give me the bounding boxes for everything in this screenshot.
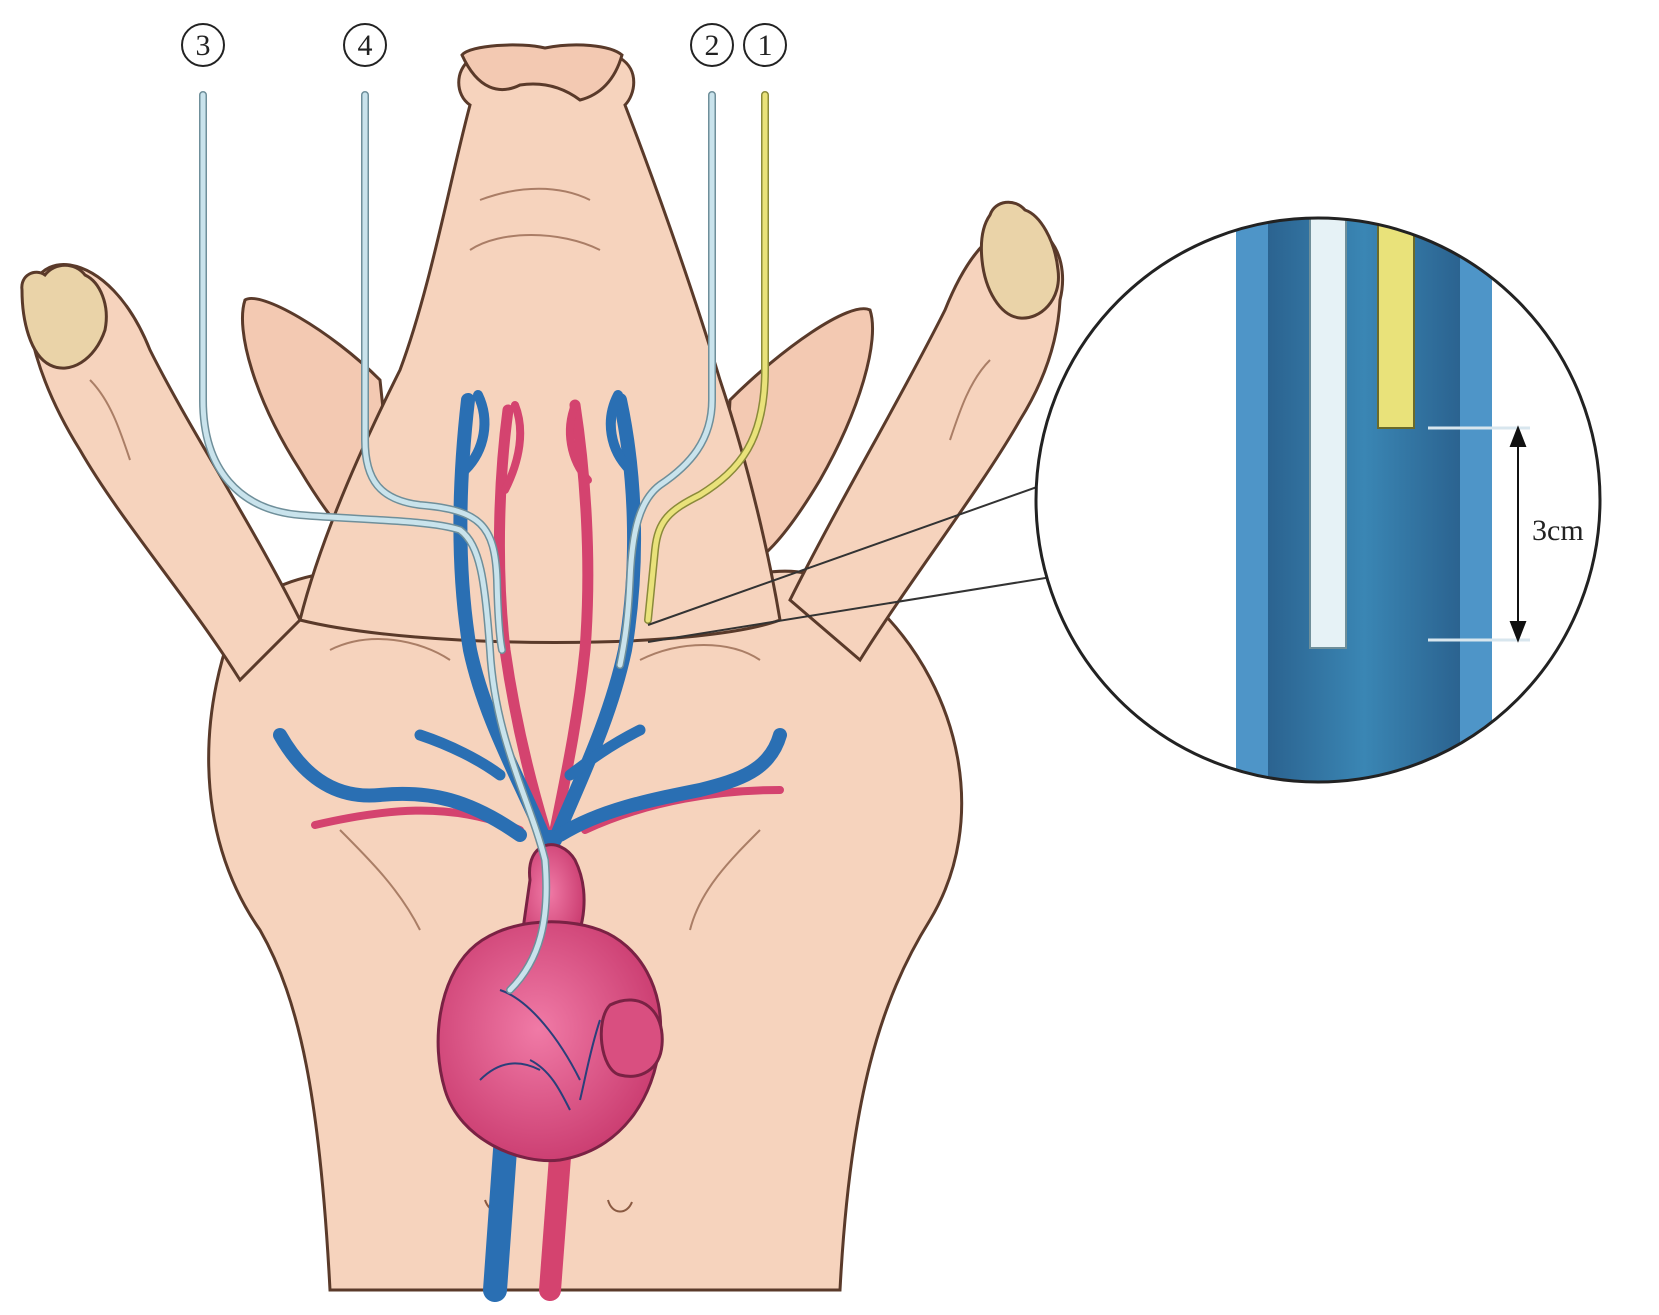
vessel-wall-left xyxy=(1236,218,1268,782)
distance-label: 3cm xyxy=(1532,514,1584,547)
zoom-inset: 3cm xyxy=(1034,216,1602,784)
zoom-circle-border xyxy=(1034,216,1602,784)
inset-catheter-yellow xyxy=(1377,218,1415,429)
right-jugular-branch xyxy=(605,390,635,475)
catheter-labels: 3 4 2 1 xyxy=(181,23,787,67)
catheter-1-core xyxy=(645,92,768,623)
label-2-text: 2 xyxy=(705,29,720,62)
left-branch-vein xyxy=(414,729,506,781)
heart-body xyxy=(436,920,663,1163)
vessel-wall-right xyxy=(1460,218,1492,782)
label-1-text: 1 xyxy=(758,29,773,62)
catheter-4-core xyxy=(362,92,505,653)
label-4-text: 4 xyxy=(358,29,373,62)
coronary-vessels xyxy=(479,989,601,1111)
head xyxy=(298,47,782,644)
catheters xyxy=(199,91,769,994)
right-carotid-branch xyxy=(565,401,592,484)
left-carotid-branch xyxy=(501,401,525,494)
right-atrium xyxy=(599,998,664,1078)
left-paw xyxy=(20,263,108,370)
label-3-text: 3 xyxy=(196,29,211,62)
vessel-lumen xyxy=(1268,218,1460,782)
catheter-3-core xyxy=(200,92,549,993)
left-jugular-branch xyxy=(460,390,490,475)
right-nipple xyxy=(607,1199,633,1213)
label-4: 4 xyxy=(343,23,387,67)
catheter-2-core xyxy=(617,92,715,668)
heart xyxy=(436,843,664,1163)
right-paw xyxy=(979,200,1060,320)
snout xyxy=(460,43,624,102)
label-3: 3 xyxy=(181,23,225,67)
label-1: 1 xyxy=(743,23,787,67)
right-subclavian-vein xyxy=(553,728,787,842)
dimension-arrow xyxy=(1509,425,1527,643)
skin-folds xyxy=(89,187,991,931)
zoom-callout-lines xyxy=(647,469,1096,643)
label-2: 2 xyxy=(690,23,734,67)
right-branch-vein xyxy=(564,724,646,781)
left-subclavian-vein xyxy=(273,728,527,842)
inset-catheter-clear xyxy=(1309,218,1347,649)
